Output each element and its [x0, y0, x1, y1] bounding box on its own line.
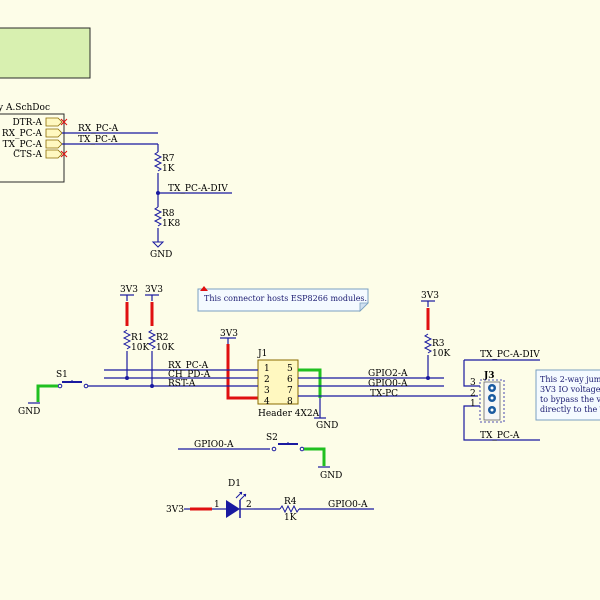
- switch-s1[interactable]: [57, 380, 89, 389]
- resistor-r3[interactable]: [423, 333, 433, 354]
- gnd-s1: GND: [18, 407, 40, 417]
- net-tx-pc-2: TX-PC: [370, 389, 398, 399]
- svg-text:CTS-A: CTS-A: [13, 150, 42, 160]
- svg-text:3V3 IO voltage c: 3V3 IO voltage c: [540, 385, 600, 394]
- svg-text:This connector hosts ESP8266 m: This connector hosts ESP8266 modules.: [204, 294, 367, 303]
- gnd-s2: GND: [320, 471, 342, 481]
- svg-text:2: 2: [264, 375, 270, 385]
- r8-val: 1K8: [162, 219, 180, 229]
- svg-text:7: 7: [287, 386, 293, 396]
- v3v3-r3: 3V3: [421, 291, 439, 301]
- port-cts[interactable]: CTS-A: [13, 149, 68, 160]
- power-wire-j1[interactable]: [226, 344, 258, 400]
- gnd-j1: GND: [316, 421, 338, 431]
- r2-val: 10K: [156, 343, 174, 353]
- j1-ref: J1: [257, 349, 267, 359]
- resistor-r8[interactable]: [153, 206, 163, 227]
- svg-text:3: 3: [470, 378, 476, 388]
- note-esp[interactable]: This connector hosts ESP8266 modules.: [197, 286, 369, 312]
- resistor-r2[interactable]: [147, 329, 157, 350]
- svg-text:6: 6: [287, 375, 293, 385]
- svg-text:This 2-way jump: This 2-way jump: [540, 375, 600, 384]
- s1-ref: S1: [56, 370, 68, 380]
- port-rx-pc[interactable]: RX_PC-A: [2, 128, 63, 139]
- gnd-wire-s1[interactable]: [36, 384, 58, 402]
- svg-text:2: 2: [246, 500, 252, 510]
- r1-val: 10K: [131, 343, 149, 353]
- gnd-wire-s2[interactable]: [304, 447, 326, 466]
- svg-text:3: 3: [264, 386, 270, 396]
- r8-ref: R8: [162, 209, 175, 219]
- resistor-r7[interactable]: [153, 151, 163, 172]
- net-rx-pc: RX_PC-A: [78, 124, 119, 134]
- sheet-block[interactable]: [0, 27, 91, 79]
- svg-text:5: 5: [287, 364, 293, 374]
- led-d1[interactable]: [212, 491, 254, 518]
- j3-ref: J3: [483, 371, 495, 381]
- net-gpio0: GPIO0-A: [368, 379, 408, 389]
- s2-ref: S2: [266, 433, 278, 443]
- svg-text:1: 1: [214, 500, 220, 510]
- svg-text:TX_PC-A: TX_PC-A: [3, 140, 43, 150]
- jumper-j3[interactable]: [479, 379, 505, 423]
- gnd-wire-j1[interactable]: [298, 368, 322, 398]
- net-gpio2: GPIO2-A: [368, 369, 408, 379]
- v3v3-r1: 3V3: [120, 285, 138, 295]
- r3-ref: R3: [432, 339, 445, 349]
- sheet-filename: y A.SchDoc: [0, 103, 50, 113]
- resistor-r1[interactable]: [122, 329, 132, 350]
- v3v3-led: 3V3: [166, 505, 184, 515]
- header-j1[interactable]: [257, 359, 299, 405]
- switch-s2[interactable]: [271, 442, 305, 452]
- svg-text:8: 8: [287, 397, 293, 407]
- net-gpio0-led: GPIO0-A: [328, 500, 368, 510]
- wire-j3-tx[interactable]: [463, 405, 540, 441]
- net-j3-tx: TX_PC-A: [480, 431, 520, 441]
- r4-val: 1K: [284, 513, 297, 523]
- svg-text:RX_PC-A: RX_PC-A: [2, 129, 43, 139]
- svg-text:4: 4: [264, 397, 270, 407]
- net-rst: RST-A: [168, 379, 196, 389]
- r4-ref: R4: [284, 497, 297, 507]
- resistor-r4[interactable]: [279, 504, 300, 514]
- net-j3-div: TX_PC-A-DIV: [480, 350, 540, 360]
- r1-ref: R1: [131, 333, 144, 343]
- net-ch-pd: CH_PD-A: [168, 370, 211, 380]
- gnd-r8: GND: [150, 250, 172, 260]
- v3v3-r2: 3V3: [145, 285, 163, 295]
- note-jumper[interactable]: This 2-way jump 3V3 IO voltage c to bypa…: [535, 369, 600, 421]
- net-gpio0-s2: GPIO0-A: [194, 440, 234, 450]
- port-dtr[interactable]: DTR-A: [12, 117, 68, 128]
- r7-ref: R7: [162, 154, 175, 164]
- svg-text:2: 2: [470, 389, 476, 399]
- svg-text:1: 1: [264, 364, 270, 374]
- port-tx-pc[interactable]: TX_PC-A: [3, 139, 63, 150]
- net-tx-pc: TX_PC-A: [78, 135, 118, 145]
- svg-text:directly to the TX: directly to the TX: [540, 405, 600, 414]
- gnd-symbol: [151, 241, 165, 248]
- sheet-ports: DTR-A RX_PC-A TX_PC-A CTS-A: [2, 117, 68, 160]
- d1-ref: D1: [228, 479, 241, 489]
- j1-name: Header 4X2A: [258, 409, 320, 419]
- svg-text:to bypass the volt: to bypass the volt: [540, 395, 600, 404]
- net-tx-pc-div: TX_PC-A-DIV: [168, 184, 228, 194]
- r3-val: 10K: [432, 349, 450, 359]
- net-rx-pc-a-2: RX_PC-A: [168, 361, 209, 371]
- r7-val: 1K: [162, 164, 175, 174]
- r2-ref: R2: [156, 333, 169, 343]
- v3v3-j1: 3V3: [220, 329, 238, 339]
- svg-text:1: 1: [470, 399, 476, 409]
- svg-text:DTR-A: DTR-A: [12, 118, 42, 128]
